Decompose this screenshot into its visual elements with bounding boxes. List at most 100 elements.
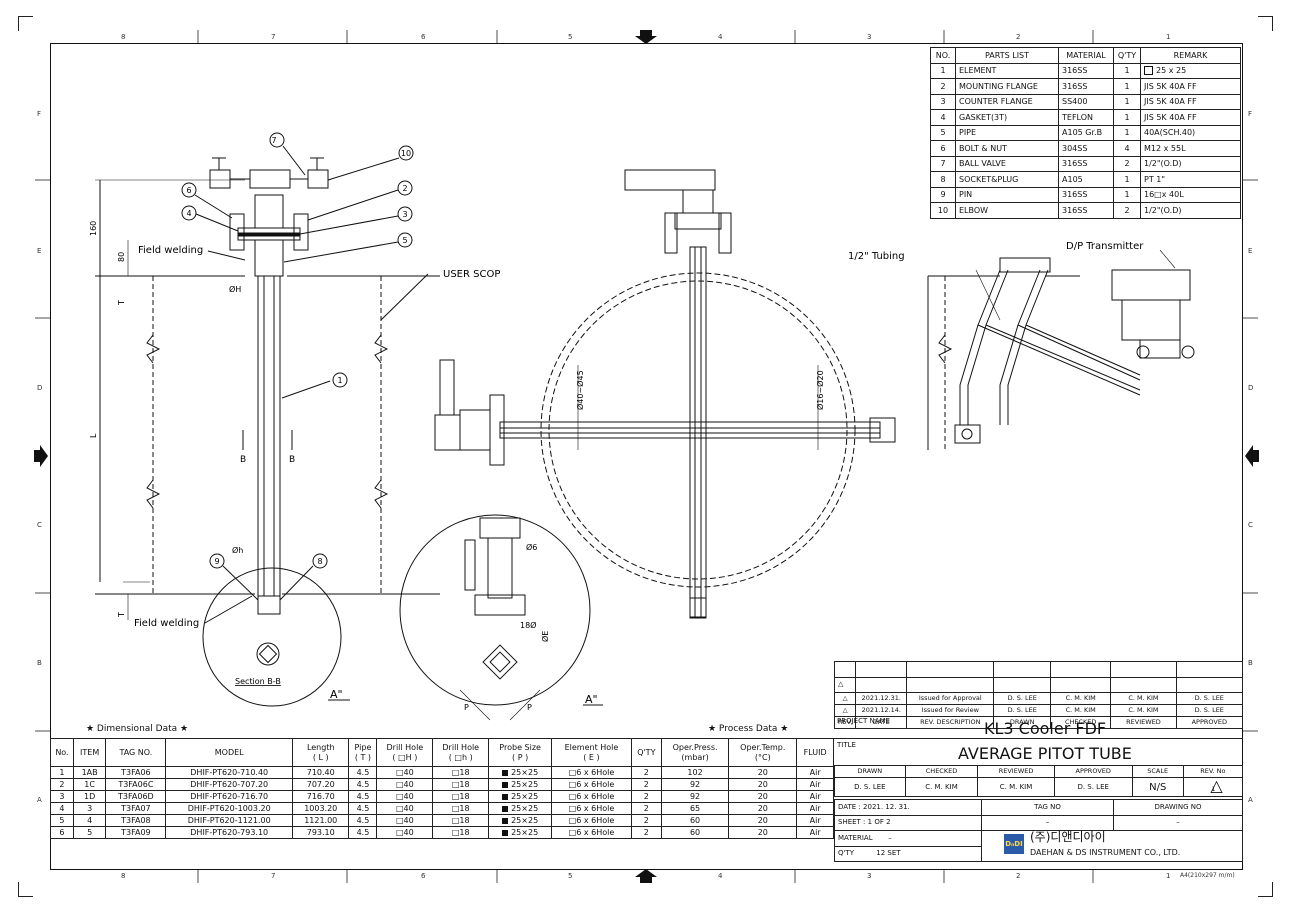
- dimensional-cell: 4: [72, 814, 107, 827]
- parts-cell: 2: [1113, 155, 1141, 172]
- grid-label: 3: [867, 33, 872, 41]
- grid-label: D: [37, 384, 43, 392]
- grid-label: 5: [568, 33, 573, 41]
- dimensional-cell: 60: [660, 826, 730, 839]
- project-name: KL3 Cooler FDF: [984, 719, 1107, 738]
- dimensional-cell: Air: [796, 826, 834, 839]
- drawing-no-value: –: [1113, 814, 1243, 831]
- phi-h-label: ØH: [229, 284, 241, 294]
- dimensional-header-cell: Element Hole( E ): [551, 738, 632, 767]
- revision-cell: 2021.12.31.: [855, 692, 908, 705]
- dimensional-cell: 710.40: [292, 766, 350, 779]
- dimensional-cell: 25×25: [488, 778, 553, 791]
- field-welding-label: Field welding: [138, 245, 203, 256]
- parts-cell: 5: [930, 124, 956, 141]
- info-table: DATE : 2021. 12. 31. TAG NO DRAWING NO S…: [834, 799, 1243, 862]
- parts-cell: ELBOW: [955, 202, 1059, 219]
- balloon-10: 10: [401, 149, 411, 158]
- parts-cell: 4: [1113, 140, 1141, 157]
- parts-cell: 316SS: [1058, 78, 1114, 95]
- parts-cell: 1/2"(O.D): [1140, 202, 1241, 219]
- dimensional-cell: T3FA06C: [105, 778, 167, 791]
- dimensional-cell: □6 x 6Hole: [551, 766, 632, 779]
- balloon-8: 8: [317, 557, 322, 566]
- section-mark-b: B: [289, 455, 295, 465]
- revision-cell: D. S. LEE: [993, 692, 1052, 705]
- parts-cell: COUNTER FLANGE: [955, 93, 1059, 110]
- parts-cell: SS400: [1058, 93, 1114, 110]
- parts-cell: 1: [1113, 93, 1141, 110]
- qty-value: 12 SET: [876, 849, 901, 858]
- dimensional-cell: 793.10: [292, 826, 350, 839]
- dimensional-cell: 5: [72, 826, 107, 839]
- dimensional-cell: T3FA06D: [105, 790, 167, 803]
- parts-cell: PIN: [955, 186, 1059, 203]
- dim-phi-e: ØE: [540, 631, 550, 642]
- dimensional-cell: 4.5: [348, 826, 378, 839]
- dimensional-cell: □18: [432, 802, 490, 815]
- signature-value-cell: C. M. KIM: [904, 777, 979, 797]
- detail-a-label: A": [330, 688, 343, 701]
- dimensional-cell: □18: [432, 778, 490, 791]
- parts-cell: 25 x 25: [1140, 62, 1241, 79]
- dimensional-data-caption: ★ Dimensional Data ★: [86, 724, 189, 734]
- revision-header-cell: APPROVED: [1175, 716, 1244, 729]
- revision-cell: △: [833, 704, 857, 717]
- dimensional-cell: □6 x 6Hole: [551, 778, 632, 791]
- grid-label: F: [1248, 110, 1253, 118]
- dimensional-cell: DHIF-PT620-710.40: [165, 766, 294, 779]
- parts-cell: JIS 5K 40A FF: [1140, 93, 1241, 110]
- dimensional-cell: □40: [376, 814, 434, 827]
- parts-cell: 316SS: [1058, 62, 1114, 79]
- header-cell: NO.: [930, 47, 956, 64]
- tag-no-label: TAG NO: [1034, 802, 1061, 811]
- company-logo: DₙDI: [1004, 834, 1024, 854]
- revision-header-cell: REVIEWED: [1110, 716, 1177, 729]
- dimensional-cell: Air: [796, 766, 834, 779]
- dimensional-cell: □18: [432, 814, 490, 827]
- parts-cell: 1: [1113, 124, 1141, 141]
- revision-cell: Issued for Approval: [906, 692, 995, 705]
- dimensional-header-cell: Drill Hole( □H ): [376, 738, 434, 767]
- dimensional-cell: □40: [376, 790, 434, 803]
- dim-l: L: [89, 433, 98, 438]
- grid-label: C: [1248, 521, 1253, 529]
- dimensional-cell: 1C: [72, 778, 107, 791]
- parts-list-header: NO. PARTS LIST MATERIAL Q'TY REMARK: [930, 47, 1241, 64]
- revision-cell: 2021.12.14.: [855, 704, 908, 717]
- parts-cell: PT 1": [1140, 171, 1241, 188]
- parts-cell: 1: [1113, 78, 1141, 95]
- dimensional-cell: T3FA08: [105, 814, 167, 827]
- balloon-7: 7: [271, 136, 276, 145]
- dimensional-cell: 20: [728, 766, 798, 779]
- grid-label: F: [37, 110, 42, 118]
- header-cell: PARTS LIST: [955, 47, 1059, 64]
- grid-label: A: [1248, 796, 1253, 804]
- parts-cell: M12 x 55L: [1140, 140, 1241, 157]
- project-name-label: PROJECT NAME: [837, 717, 890, 725]
- parts-cell: 1: [1113, 171, 1141, 188]
- dimensional-cell: 2: [630, 826, 662, 839]
- dimensional-header-cell: ITEM: [72, 738, 107, 767]
- dimensional-cell: 25×25: [488, 802, 553, 815]
- dimensional-cell: □40: [376, 802, 434, 815]
- sheet-label: SHEET :: [838, 818, 866, 827]
- parts-cell: 316SS: [1058, 202, 1114, 219]
- section-bb-label: Section B-B: [235, 677, 281, 686]
- detail-a-label: A": [585, 693, 598, 706]
- dimensional-cell: Air: [796, 814, 834, 827]
- parts-cell: A105 Gr.B: [1058, 124, 1114, 141]
- dimensional-header-cell: FLUID: [796, 738, 834, 767]
- parts-cell: SOCKET&PLUG: [955, 171, 1059, 188]
- dimensional-header-cell: Length( L ): [292, 738, 350, 767]
- dimensional-cell: 1D: [72, 790, 107, 803]
